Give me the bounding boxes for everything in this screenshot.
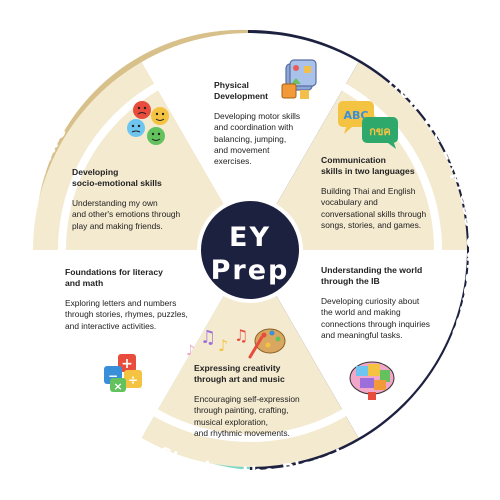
segment-socio-bg (33, 62, 250, 250)
svg-text:−: − (108, 369, 118, 383)
puzzle-brain-icon (349, 361, 395, 400)
svg-text:÷: ÷ (128, 373, 138, 387)
svg-text:กขค: กขค (369, 125, 391, 138)
segment-communication-bg (250, 62, 467, 250)
svg-text:♪: ♪ (186, 343, 195, 359)
segment-description: Exploring letters and numbers through st… (65, 298, 188, 331)
math-symbols-icon: + − ÷ × (104, 354, 142, 393)
segment-world: Understanding the world through the IB D… (321, 265, 461, 341)
center-badge: EY Prep (197, 197, 303, 303)
segment-description: Developing curiosity about the world and… (321, 296, 430, 340)
svg-text:♪: ♪ (218, 336, 228, 355)
segment-description: Encouraging self-expression through pain… (194, 394, 300, 438)
segment-description: Understanding my own and other's emotion… (72, 198, 181, 231)
segment-title: Communication skills in two languages (321, 155, 415, 176)
segment-description: Developing motor skills and coordination… (214, 111, 301, 167)
center-title-line2: Prep (211, 255, 290, 286)
svg-text:ABC: ABC (344, 109, 369, 122)
segment-literacy: Foundations for literacy and math Explor… (65, 267, 205, 332)
svg-text:×: × (113, 380, 122, 393)
segment-title: Foundations for literacy and math (65, 267, 163, 288)
segment-creativity: Expressing creativity through art and mu… (194, 363, 324, 439)
svg-text:♫: ♫ (234, 326, 248, 345)
segment-literacy-bg (33, 250, 250, 438)
svg-text:♫: ♫ (200, 327, 216, 348)
segment-title: Physical Development (214, 80, 268, 101)
emotion-faces-icon (127, 101, 169, 145)
segment-title: Understanding the world through the IB (321, 265, 423, 286)
segment-title: Expressing creativity through art and mu… (194, 363, 285, 384)
center-title-line1: EY (229, 222, 271, 253)
segment-socio: Developing socio-emotional skills Unders… (72, 167, 207, 232)
segment-communication: Communication skills in two languages Bu… (321, 155, 461, 231)
segment-title: Developing socio-emotional skills (72, 167, 162, 188)
segment-physical: Physical Development Developing motor sk… (214, 80, 318, 167)
music-palette-icon: ♪ ♫ ♪ ♫ (186, 326, 286, 359)
building-blocks-icon (281, 59, 317, 99)
segment-description: Building Thai and English vocabulary and… (321, 186, 427, 230)
speech-bubbles-icon: ABC กขค (338, 101, 398, 149)
svg-text:+: + (121, 356, 133, 372)
segment-world-bg (250, 250, 467, 438)
